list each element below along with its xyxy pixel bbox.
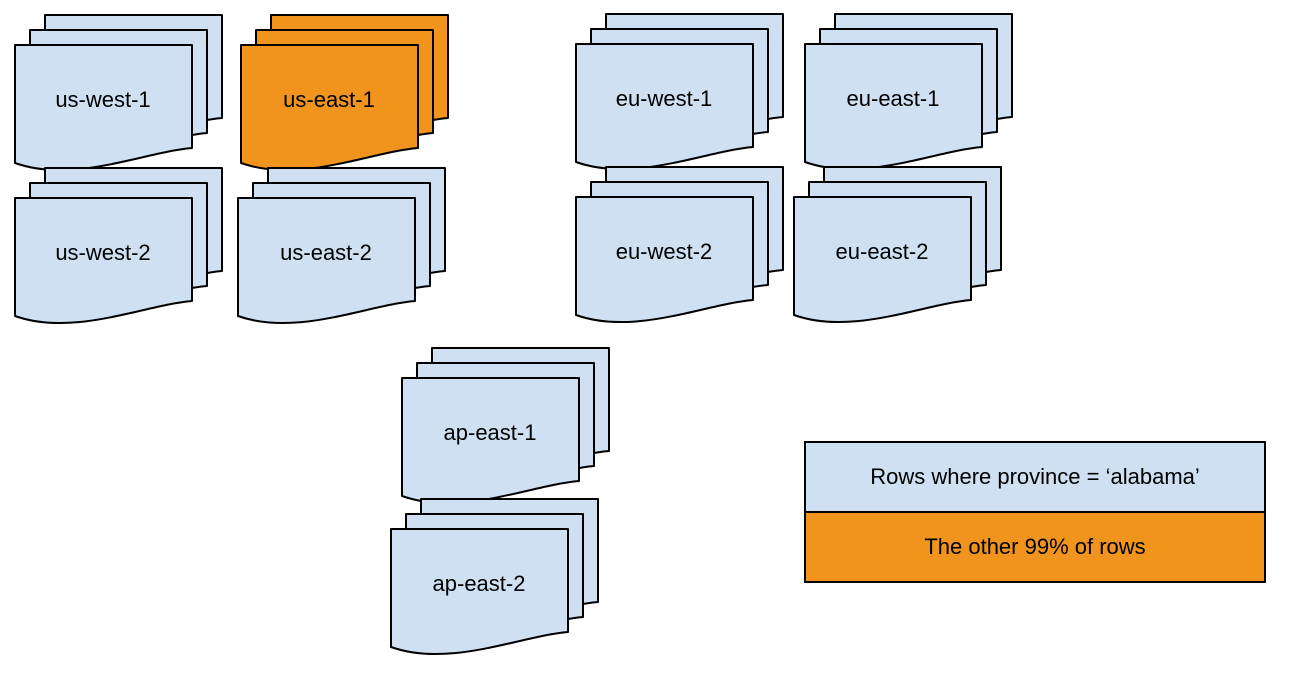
region-label: ap-east-1 (443, 420, 537, 445)
legend-item-alabama-rows: Rows where province = ‘alabama’ (806, 443, 1264, 511)
region-stack-us-west-2: us-west-2 (14, 167, 226, 327)
region-stack-ap-east-2: ap-east-2 (390, 498, 602, 658)
region-stack-us-east-2: us-east-2 (237, 167, 449, 327)
legend: Rows where province = ‘alabama’ The othe… (804, 441, 1266, 583)
region-label: ap-east-2 (432, 571, 526, 596)
region-stack-eu-west-2: eu-west-2 (575, 166, 787, 326)
region-label: us-west-2 (55, 240, 151, 265)
region-label: us-west-1 (55, 87, 151, 112)
legend-item-label: Rows where province = ‘alabama’ (870, 464, 1200, 489)
region-stack-eu-west-1: eu-west-1 (575, 13, 787, 173)
legend-item-other-rows: The other 99% of rows (806, 511, 1264, 581)
region-label: eu-west-1 (615, 86, 713, 111)
region-label: eu-west-2 (615, 239, 713, 264)
region-label: eu-east-1 (846, 86, 940, 111)
region-stack-us-west-1: us-west-1 (14, 14, 226, 174)
region-label: eu-east-2 (835, 239, 929, 264)
region-stack-ap-east-1: ap-east-1 (401, 347, 613, 507)
legend-item-label: The other 99% of rows (924, 534, 1146, 559)
region-label: us-east-1 (283, 87, 375, 112)
region-stack-us-east-1: us-east-1 (240, 14, 452, 174)
region-stack-eu-east-1: eu-east-1 (804, 13, 1016, 173)
region-label: us-east-2 (280, 240, 372, 265)
region-stack-eu-east-2: eu-east-2 (793, 166, 1005, 326)
